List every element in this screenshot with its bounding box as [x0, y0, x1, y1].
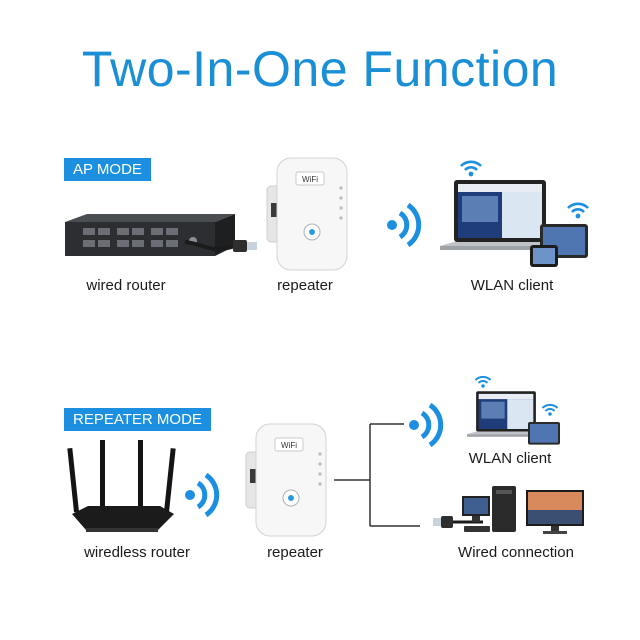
repeater-device-icon: WiFi: [266, 157, 348, 271]
ap-repeater-label: repeater: [277, 277, 333, 294]
ethernet-cable-icon: [184, 240, 257, 252]
ap-mode-badge: AP MODE: [64, 158, 151, 181]
repeater-client-wired-label: Wired connection: [458, 544, 574, 561]
wifi-signal-icon: [409, 402, 444, 448]
repeater-client-wireless-label: WLAN client: [468, 450, 552, 467]
repeater-mode-badge: REPEATER MODE: [64, 408, 211, 431]
repeater-brand: WiFi: [302, 175, 318, 184]
phone-icon: [530, 245, 558, 267]
wifi-symbol-icon: [460, 160, 482, 177]
wifi-symbol-icon: [541, 403, 559, 416]
page-title: Two-In-One Function: [81, 41, 559, 97]
monitor-icon: [526, 490, 584, 534]
wifi-symbol-icon: [474, 375, 492, 388]
repeater-source-label: wiredless router: [84, 544, 190, 561]
router-icon: [67, 440, 176, 532]
laptop-icon: [467, 391, 545, 437]
ap-source-label: wired router: [86, 277, 166, 294]
repeater-brand: WiFi: [281, 441, 297, 450]
tablet-icon: [528, 422, 560, 445]
repeater-repeater-label: repeater: [267, 544, 323, 561]
laptop-icon: [440, 180, 560, 250]
wifi-signal-icon: [185, 472, 220, 518]
network-switch-icon: [65, 214, 235, 256]
wifi-signal-icon: [387, 202, 422, 248]
ap-client-label: WLAN client: [470, 277, 554, 294]
repeater-device-icon: WiFi: [245, 423, 327, 537]
wifi-symbol-icon: [567, 202, 589, 219]
connector-lines: [334, 423, 420, 527]
desktop-computer-icon: [462, 486, 516, 532]
